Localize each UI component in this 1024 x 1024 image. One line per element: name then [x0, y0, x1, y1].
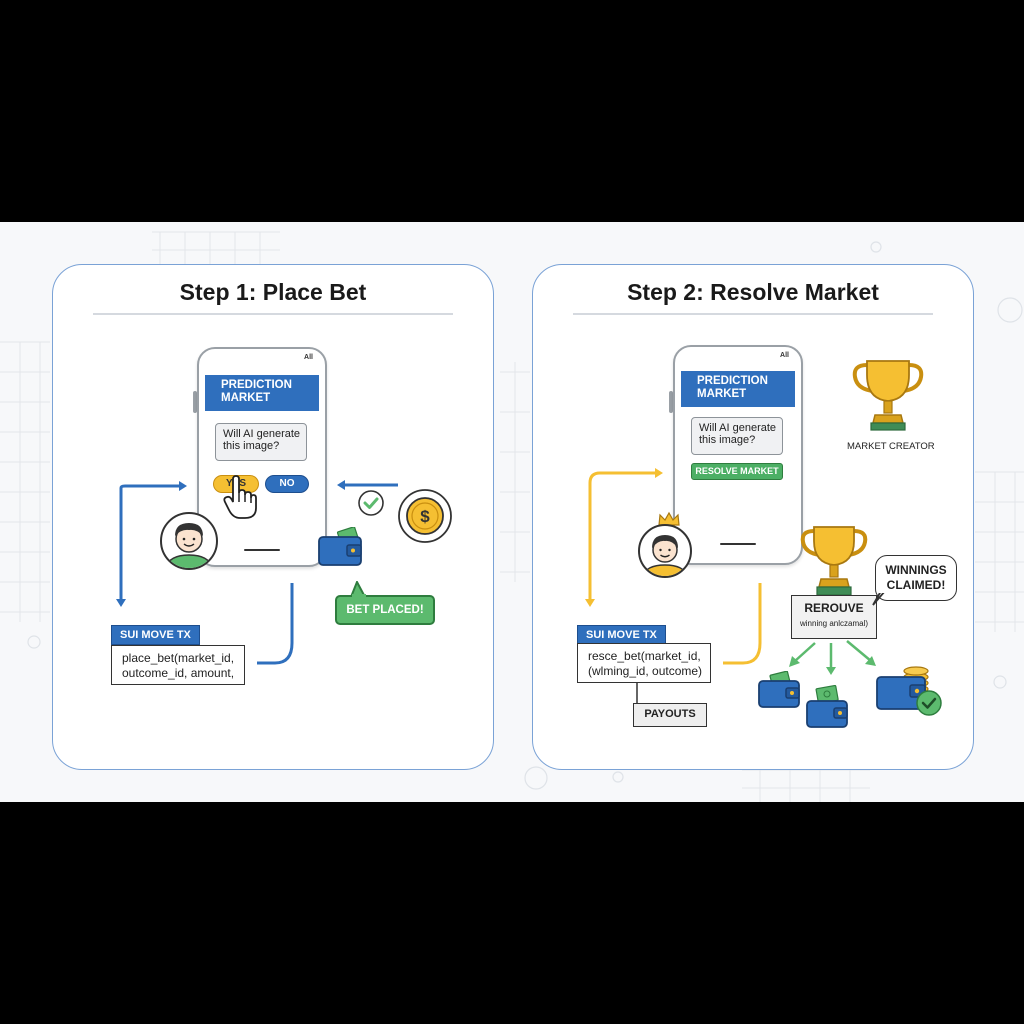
resolve-box-title: REROUVE [804, 601, 864, 615]
no-button[interactable]: NO [265, 475, 309, 493]
market-creator-label: MARKET CREATOR [847, 441, 935, 452]
tx-label: SUI MOVE TX [577, 625, 666, 645]
hand-pointer-icon [223, 475, 257, 519]
status-bar: All [780, 352, 789, 359]
trophy-icon [852, 360, 924, 431]
phone-side-button [193, 391, 197, 413]
market-question: Will AI generate this image? [215, 423, 307, 461]
bubble-tail [349, 581, 367, 597]
step1-connectors [116, 480, 398, 665]
title-divider [93, 313, 453, 315]
bet-placed-bubble: BET PLACED! [335, 595, 435, 625]
svg-text:$: $ [420, 507, 430, 526]
resolve-box-subtitle: winning anlczamal) [799, 619, 869, 628]
tx-code-box: place_bet(market_id, outcome_id, amount, [111, 645, 245, 685]
bubble-tail [872, 591, 889, 606]
step1-panel: Step 1: Place Bet All PREDICTION MARKET … [52, 264, 494, 770]
background-grid [0, 231, 1024, 802]
tx-code-line-1: place_bet(market_id, [122, 651, 235, 665]
phone: All PREDICTION MARKET Will AI generate t… [197, 347, 327, 567]
crown-icon [658, 511, 680, 526]
wallet-icon [758, 671, 800, 708]
check-icon [358, 490, 384, 516]
tx-code-line-2: outcome_id, amount, [122, 666, 235, 680]
coin-icon: $ [398, 489, 452, 543]
phone: All PREDICTION MARKET Will AI generate t… [673, 345, 803, 565]
tx-code-line-1: resce_bet(market_id, [588, 649, 701, 663]
user-avatar-icon [160, 512, 218, 570]
trophy-icon [800, 526, 868, 596]
home-indicator [720, 543, 756, 545]
diagram-canvas: Step 1: Place Bet All PREDICTION MARKET … [0, 222, 1024, 802]
step1-title: Step 1: Place Bet [179, 279, 367, 305]
wallet-icon [318, 527, 362, 566]
tx-code-line-2: (wlming_id, outcome) [588, 664, 703, 678]
phone-side-button [669, 391, 673, 413]
winnings-claimed-bubble: WINNINGS CLAIMED! [875, 555, 957, 601]
wallet-icon [806, 685, 848, 728]
title-divider [573, 313, 933, 315]
market-question: Will AI generate this image? [691, 417, 783, 455]
resolve-market-button[interactable]: RESOLVE MARKET [691, 463, 783, 480]
step2-panel: Step 2: Resolve Market All [532, 264, 974, 770]
market-header: PREDICTION MARKET [205, 375, 319, 411]
tx-label: SUI MOVE TX [111, 625, 200, 645]
payouts-box: PAYOUTS [633, 703, 707, 727]
market-header: PREDICTION MARKET [681, 371, 795, 407]
home-indicator [244, 549, 280, 551]
wallet-icon [876, 666, 942, 716]
resolve-box: REROUVE winning anlczamal) [791, 595, 877, 639]
status-bar: All [304, 354, 313, 361]
user-avatar-icon [638, 524, 692, 578]
step2-title: Step 2: Resolve Market [627, 279, 879, 305]
tx-code-box: resce_bet(market_id, (wlming_id, outcome… [577, 643, 711, 683]
